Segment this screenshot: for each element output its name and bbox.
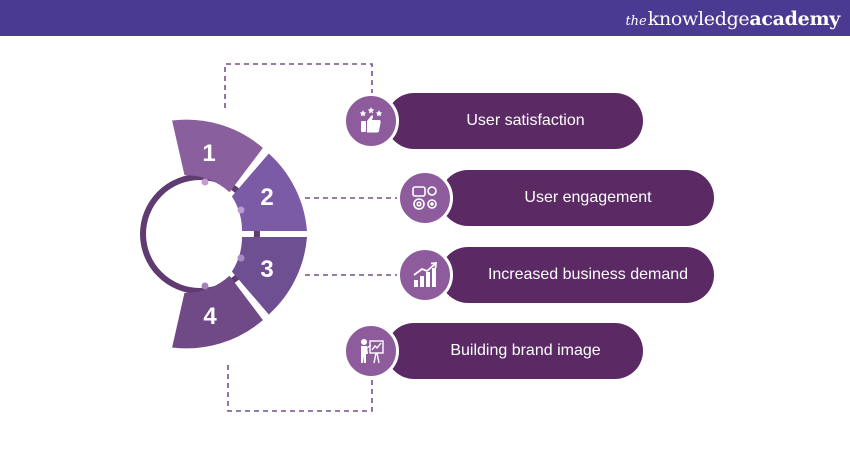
presentation-board-icon — [343, 323, 399, 379]
item-pill-2[interactable]: User engagement — [440, 170, 714, 226]
segment-dot-1 — [201, 178, 209, 186]
item-pill-4[interactable]: Building brand image — [386, 323, 643, 379]
connector-4 — [227, 365, 373, 412]
logo-academy: academy — [749, 8, 840, 30]
item-label-4: Building brand image — [450, 342, 601, 359]
item-pill-1[interactable]: User satisfaction — [386, 93, 643, 149]
connector-1 — [224, 63, 373, 108]
item-label-2: User engagement — [524, 189, 652, 206]
segment-number-3: 3 — [260, 256, 273, 283]
item-pill-3[interactable]: Increased business demand — [440, 247, 714, 303]
segment-number-4: 4 — [203, 303, 217, 330]
logo-the: the — [625, 14, 647, 29]
segment-4 — [172, 275, 263, 349]
center-ring — [140, 174, 260, 294]
brand-logo[interactable]: theknowledgeacademy — [625, 5, 840, 33]
segment-dot-4 — [201, 282, 209, 290]
segment-3 — [231, 237, 307, 315]
engagement-gears-icon — [397, 170, 453, 226]
segment-dot-2 — [237, 206, 245, 214]
item-label-1: User satisfaction — [466, 112, 585, 129]
segment-1 — [172, 119, 263, 193]
segment-number-1: 1 — [202, 140, 215, 167]
segment-dot-3 — [237, 254, 245, 262]
item-label-3: Increased business demand — [487, 266, 689, 283]
growth-chart-icon — [397, 247, 453, 303]
header-bar: theknowledgeacademy — [0, 0, 850, 36]
thumbs-up-stars-icon — [343, 93, 399, 149]
logo-knowledge: knowledge — [647, 8, 750, 30]
segment-2 — [231, 153, 307, 231]
segment-number-2: 2 — [260, 184, 273, 211]
